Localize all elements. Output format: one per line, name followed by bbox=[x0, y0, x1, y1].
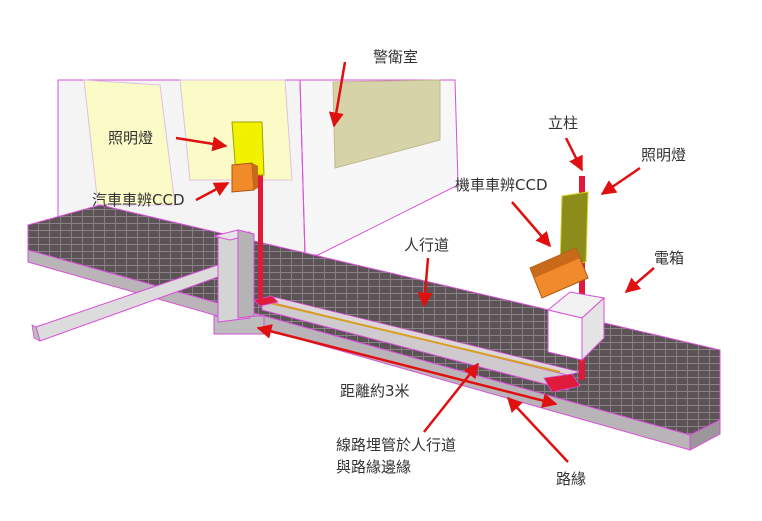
label-pillar: 立柱 bbox=[548, 114, 578, 132]
arrow-distance bbox=[256, 324, 558, 408]
label-sidewalk: 人行道 bbox=[404, 236, 449, 254]
arrow-sidewalk bbox=[417, 257, 433, 308]
sidewalk-paving bbox=[27, 204, 721, 436]
arrow-pillar bbox=[564, 137, 584, 172]
label-distance: 距離約3米 bbox=[340, 382, 410, 400]
arrow-curb bbox=[506, 396, 569, 463]
arrow-motorcycle-ccd bbox=[511, 201, 551, 248]
arrow-guard-room bbox=[328, 61, 347, 128]
arrow-light-left bbox=[175, 136, 228, 152]
labels: 警衛室 照明燈 汽車車辨CCD 立柱 照明燈 機車車辨CCD 人行道 電箱 距離… bbox=[92, 48, 686, 488]
arrow-power-box bbox=[624, 267, 655, 293]
label-power-box: 電箱 bbox=[654, 249, 684, 267]
label-motorcycle-ccd: 機車車辨CCD bbox=[455, 176, 548, 194]
label-light-left: 照明燈 bbox=[108, 129, 153, 147]
label-curb: 路緣 bbox=[556, 470, 586, 488]
arrow-conduit bbox=[423, 362, 479, 433]
label-light-right: 照明燈 bbox=[641, 146, 686, 164]
arrow-car-ccd bbox=[195, 181, 230, 202]
gate-booth bbox=[213, 229, 265, 335]
right-pole-assembly bbox=[529, 176, 589, 393]
label-car-ccd: 汽車車辨CCD bbox=[92, 191, 185, 209]
arrow-light-right bbox=[600, 166, 641, 196]
label-conduit-line1: 線路埋管於人行道 bbox=[336, 436, 456, 454]
label-guard-room: 警衛室 bbox=[373, 48, 418, 66]
label-conduit-line2: 與路緣邊緣 bbox=[336, 458, 411, 476]
left-pole-assembly bbox=[231, 121, 279, 307]
pointer-arrows bbox=[175, 61, 655, 463]
